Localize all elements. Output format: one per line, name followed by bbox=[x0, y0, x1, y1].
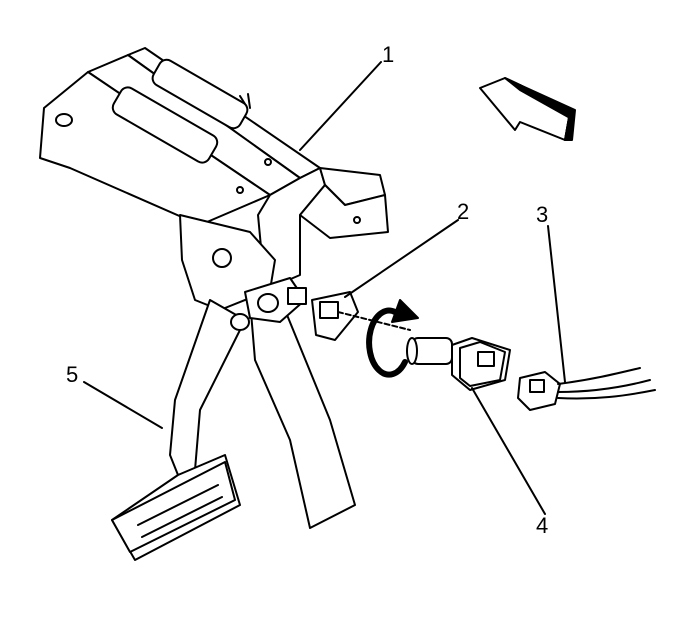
callout-5: 5 bbox=[66, 362, 79, 387]
rotate-arrow-icon bbox=[366, 299, 419, 378]
callout-4: 4 bbox=[536, 513, 549, 538]
switch-retainer bbox=[311, 291, 411, 341]
callout-2: 2 bbox=[457, 199, 470, 224]
wiring-connector bbox=[517, 367, 656, 411]
view-direction-arrow-icon bbox=[479, 77, 576, 141]
stop-lamp-switch bbox=[406, 337, 511, 391]
callout-1: 1 bbox=[382, 42, 395, 67]
callout-3: 3 bbox=[536, 202, 549, 227]
pedal-bracket bbox=[39, 47, 389, 291]
brake-pedal bbox=[111, 214, 356, 561]
leader-lines bbox=[83, 61, 566, 515]
